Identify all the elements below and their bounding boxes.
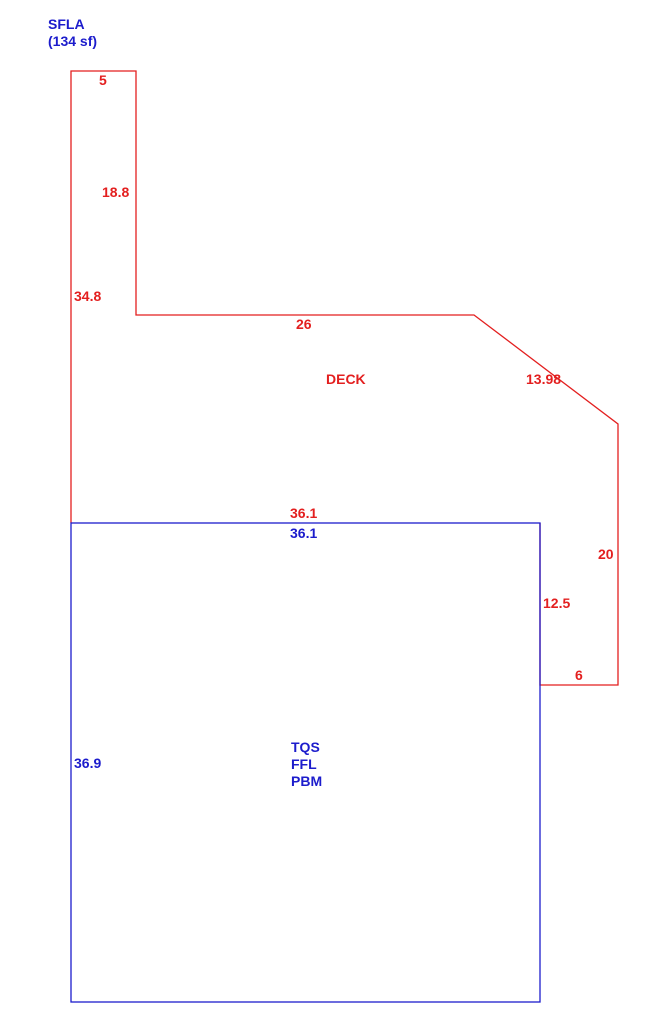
deck-label: DECK xyxy=(326,371,366,387)
deck-dim-diagonal: 13.98 xyxy=(526,371,561,387)
deck-dim-bottom: 36.1 xyxy=(290,505,317,521)
living-dim-left: 36.9 xyxy=(74,755,101,771)
living-label-tqs: TQS xyxy=(291,739,320,755)
deck-dim-ledge: 26 xyxy=(296,316,312,332)
deck-dim-right: 20 xyxy=(598,546,614,562)
area-size: (134 sf) xyxy=(48,33,98,49)
deck-dim-inner-right: 12.5 xyxy=(543,595,570,611)
deck-dim-left: 34.8 xyxy=(74,288,101,304)
deck-dim-inner-left: 18.8 xyxy=(102,184,129,200)
living-dim-top: 36.1 xyxy=(290,525,317,541)
living-area-outline xyxy=(70,522,541,1003)
deck-dim-top: 5 xyxy=(99,72,107,88)
area-summary: SFLA (134 sf) xyxy=(48,16,97,50)
living-label-ffl: FFL xyxy=(291,756,317,772)
deck-outline xyxy=(70,70,619,686)
area-name: SFLA xyxy=(48,16,85,32)
living-label-pbm: PBM xyxy=(291,773,323,789)
living-area-labels: TQS FFL PBM xyxy=(291,739,322,790)
deck-dim-bottom-step: 6 xyxy=(575,667,583,683)
